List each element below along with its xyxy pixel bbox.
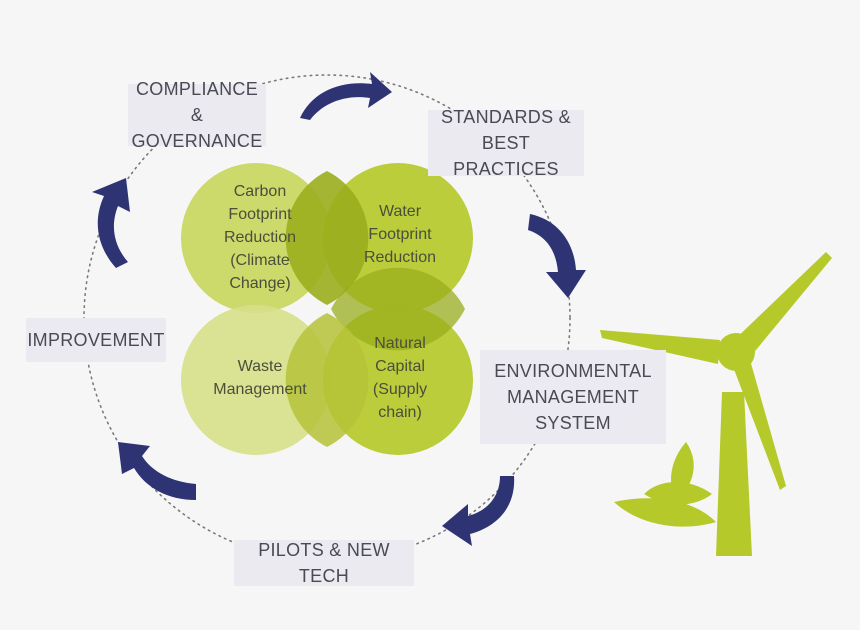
focus-circle-water bbox=[323, 163, 473, 313]
leaf-bottom bbox=[614, 498, 716, 527]
step-standards: STANDARDS & BEST PRACTICES bbox=[428, 107, 584, 179]
step-compliance-line-2: GOVERNANCE bbox=[131, 131, 263, 151]
focus-label-natural: Natural Capital (Supply chain) bbox=[340, 332, 460, 424]
focus-label-water: Water Footprint Reduction bbox=[340, 200, 460, 269]
step-compliance: COMPLIANCE & GOVERNANCE bbox=[128, 79, 266, 151]
curved-arrow-icon bbox=[300, 72, 392, 120]
step-compliance-line-1: COMPLIANCE & bbox=[135, 79, 259, 125]
focus-label-natural-1: Natural bbox=[374, 335, 426, 352]
focus-label-water-2: Footprint bbox=[368, 226, 432, 243]
overlap-waste-natural bbox=[285, 313, 369, 447]
focus-label-natural-2: Capital bbox=[375, 358, 425, 375]
step-standards-line-1: STANDARDS & bbox=[441, 107, 571, 127]
focus-label-waste: Waste Management bbox=[200, 355, 320, 401]
overlap-water-natural bbox=[331, 267, 465, 351]
focus-label-carbon-2: Footprint bbox=[228, 206, 292, 223]
step-improvement-line-1: IMPROVEMENT bbox=[27, 330, 165, 350]
focus-circle-waste bbox=[181, 305, 331, 455]
step-ems-line-3: SYSTEM bbox=[535, 413, 611, 433]
focus-label-carbon-1: Carbon bbox=[233, 183, 287, 200]
focus-circle-carbon bbox=[181, 163, 331, 313]
focus-label-water-1: Water bbox=[378, 203, 422, 220]
turbine-blade-right bbox=[730, 252, 832, 362]
focus-circles bbox=[181, 163, 473, 455]
turbine-blade-down bbox=[732, 360, 786, 490]
step-pilots-line-1: PILOTS & NEW TECH bbox=[258, 540, 390, 586]
focus-label-carbon-4: (Climate bbox=[230, 252, 290, 269]
focus-label-waste-1: Waste bbox=[237, 358, 283, 375]
focus-label-water-3: Reduction bbox=[363, 249, 437, 266]
focus-label-carbon-3: Reduction bbox=[223, 229, 297, 246]
step-ems: ENVIRONMENTAL MANAGEMENT SYSTEM bbox=[480, 350, 666, 444]
turbine-hub bbox=[717, 333, 755, 371]
step-standards-line-2: BEST PRACTICES bbox=[453, 133, 559, 179]
curved-arrow-icon bbox=[442, 476, 515, 546]
focus-label-carbon: Carbon Footprint Reduction (Climate Chan… bbox=[200, 180, 320, 295]
focus-label-natural-4: chain) bbox=[378, 404, 422, 421]
curved-arrow-icon bbox=[528, 214, 586, 298]
turbine-blade-left bbox=[600, 330, 720, 364]
overlap-carbon-water bbox=[285, 171, 369, 305]
focus-circle-natural bbox=[323, 305, 473, 455]
leaf-middle bbox=[644, 482, 712, 505]
step-ems-line-1: ENVIRONMENTAL bbox=[494, 361, 652, 381]
leaf-icon bbox=[614, 442, 716, 527]
cycle-arrows bbox=[92, 72, 586, 546]
curved-arrow-icon bbox=[118, 442, 196, 500]
wind-turbine-icon bbox=[600, 252, 832, 556]
turbine-tower bbox=[716, 392, 752, 556]
curved-arrow-icon bbox=[92, 178, 130, 268]
step-ems-line-2: MANAGEMENT bbox=[506, 387, 639, 407]
step-pilots: PILOTS & NEW TECH bbox=[234, 540, 414, 586]
step-improvement: IMPROVEMENT bbox=[26, 318, 166, 362]
focus-label-waste-2: Management bbox=[213, 381, 307, 398]
focus-label-natural-3: (Supply bbox=[372, 381, 428, 398]
focus-label-carbon-5: Change) bbox=[229, 275, 291, 292]
